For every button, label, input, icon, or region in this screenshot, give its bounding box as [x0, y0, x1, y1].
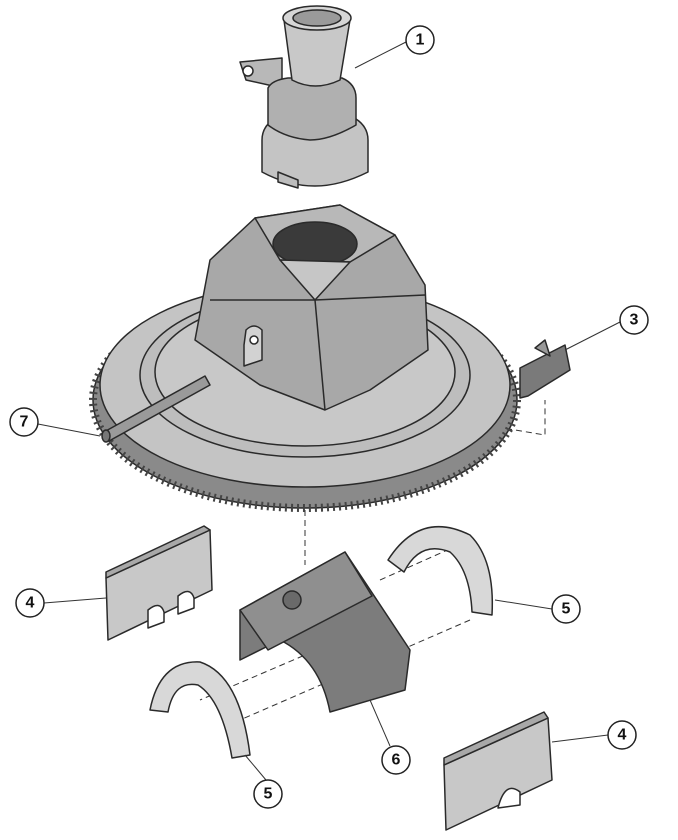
part-5-shoe-upper [387, 525, 494, 616]
part-4-plate-lower [443, 711, 553, 831]
callout-number: 7 [20, 414, 29, 431]
callout-number: 4 [618, 727, 627, 744]
callout-number: 6 [392, 752, 401, 769]
callout-7: 7 [9, 407, 39, 437]
part-3-clip [519, 339, 571, 399]
callout-5b: 5 [253, 779, 283, 809]
callout-6: 6 [381, 745, 411, 775]
part-6-saddle [239, 551, 411, 713]
callout-3: 3 [619, 305, 649, 335]
callout-1: 1 [405, 25, 435, 55]
callout-4a: 4 [15, 588, 45, 618]
part-5-shoe-lower [149, 661, 251, 759]
part-1-swivel-head [239, 5, 369, 189]
callout-number: 4 [26, 595, 35, 612]
callout-5a: 5 [551, 594, 581, 624]
leader-lines [37, 41, 621, 781]
callout-number: 1 [416, 32, 425, 49]
part-4-plate-upper [105, 525, 213, 641]
dome-housing [194, 204, 429, 411]
part-7-pin [101, 375, 211, 443]
callout-number: 5 [562, 601, 571, 618]
callout-number: 5 [264, 786, 273, 803]
callout-number: 3 [630, 312, 639, 329]
callout-4b: 4 [607, 720, 637, 750]
